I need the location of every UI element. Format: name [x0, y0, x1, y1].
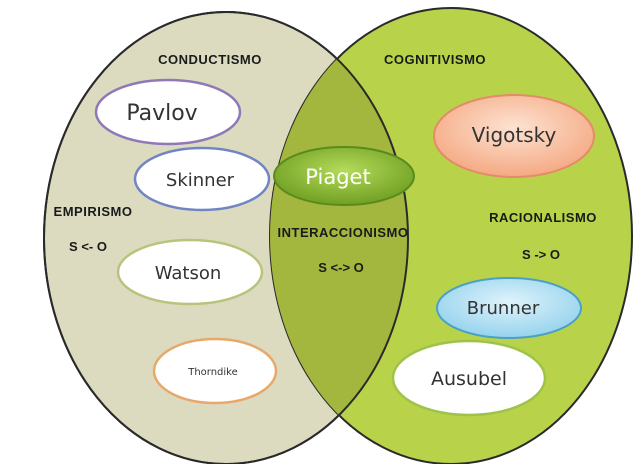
author-node-watson: Watson	[116, 238, 264, 306]
author-label-brunner: Brunner	[467, 298, 540, 319]
author-node-brunner: Brunner	[436, 277, 582, 339]
empirismo-label: EMPIRISMO	[54, 204, 133, 219]
author-label-pavlov: Pavlov	[126, 101, 197, 126]
interaccionismo-overlap	[270, 12, 408, 464]
conductismo-outline	[43, 11, 409, 464]
author-label-thorndike: Thorndike	[187, 367, 238, 378]
empirismo-relation: S <- O	[69, 239, 107, 254]
author-label-vigotsky: Vigotsky	[472, 123, 557, 147]
author-label-piaget: Piaget	[305, 165, 370, 189]
interaccionismo-relation: S <-> O	[318, 260, 364, 275]
author-node-thorndike: Thorndike	[152, 337, 278, 405]
author-label-watson: Watson	[155, 263, 222, 284]
author-node-pavlov: Pavlov	[94, 78, 242, 146]
conductismo-title: CONDUCTISMO	[158, 52, 262, 67]
author-label-skinner: Skinner	[166, 170, 235, 191]
author-node-vigotsky: Vigotsky	[433, 94, 595, 178]
racionalismo-label: RACIONALISMO	[489, 210, 597, 225]
author-node-piaget: Piaget	[273, 146, 415, 206]
cognitivismo-title: COGNITIVISMO	[384, 52, 486, 67]
racionalismo-relation: S -> O	[522, 247, 560, 262]
author-node-skinner: Skinner	[133, 146, 271, 212]
author-label-ausubel: Ausubel	[431, 368, 507, 390]
interaccionismo-label: INTERACCIONISMO	[278, 225, 409, 240]
author-node-ausubel: Ausubel	[391, 339, 547, 417]
